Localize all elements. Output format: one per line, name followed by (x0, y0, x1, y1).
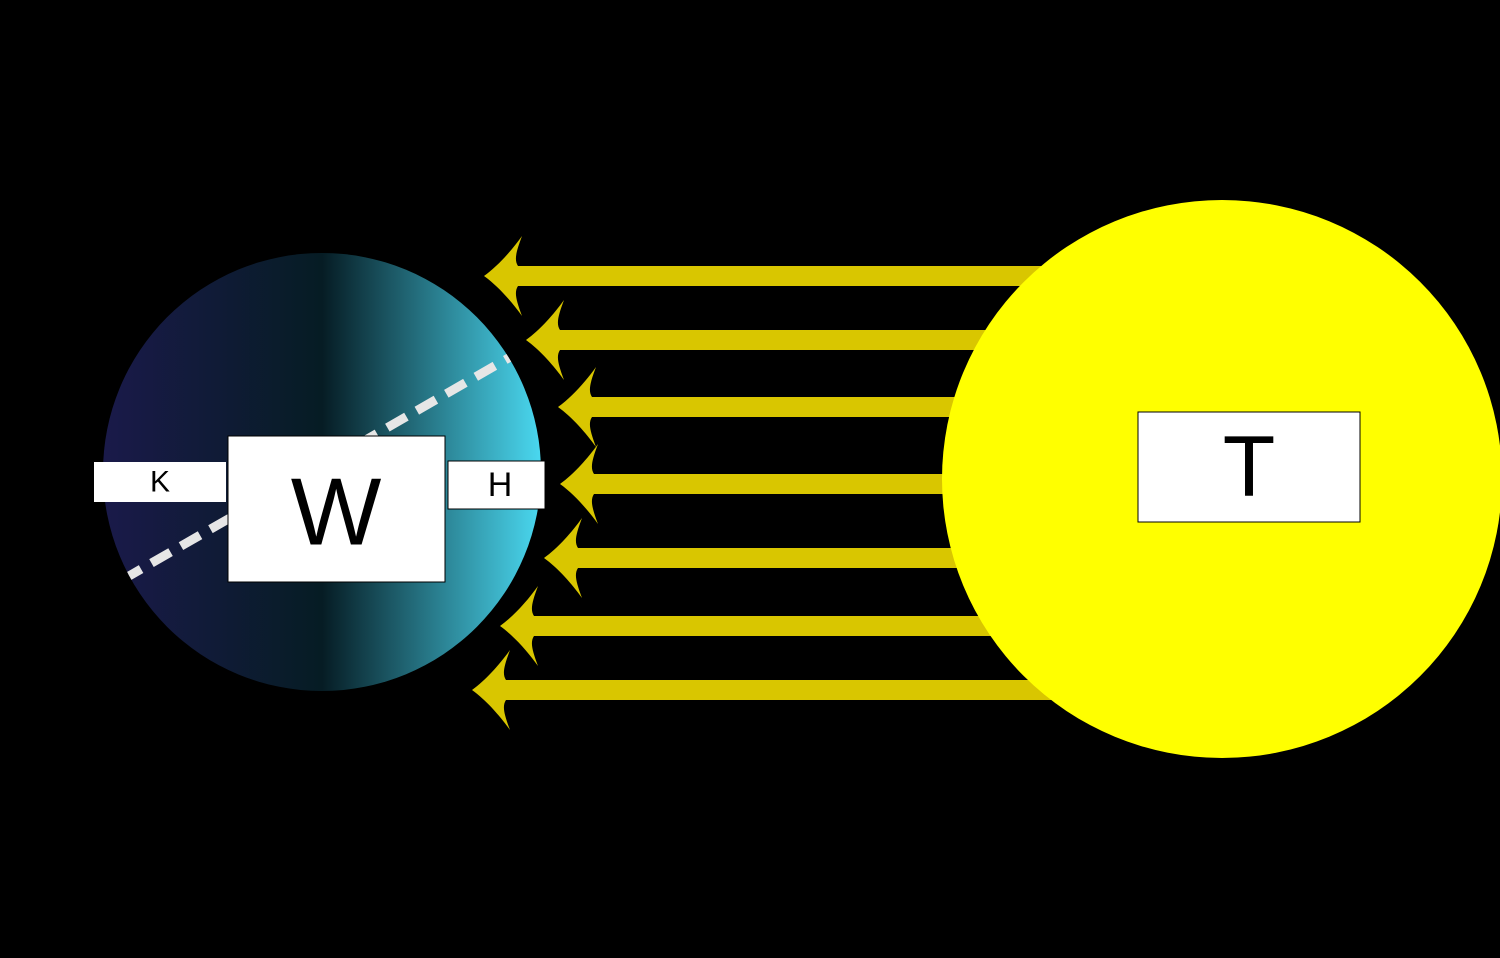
planet-right-label-box: H (447, 460, 546, 510)
sun-rays (472, 236, 1090, 730)
sun-ray-arrow (500, 586, 1090, 666)
sun-ray-arrow (544, 518, 1090, 598)
sun-label: T (1223, 419, 1276, 515)
planet-left-label: K (150, 466, 170, 499)
sun-label-box: T (1137, 411, 1361, 523)
planet-label: W (291, 459, 382, 566)
sun-ray-arrow (472, 650, 1090, 730)
planet-left-label-box: K (94, 462, 226, 502)
planet-right-label: H (488, 466, 513, 504)
sun-ray-arrow (558, 367, 1090, 447)
planet-label-box: W (227, 435, 446, 583)
sun-ray-arrow (560, 444, 1090, 524)
sun-ray-arrow (484, 236, 1090, 316)
sun-ray-arrow (526, 300, 1090, 380)
